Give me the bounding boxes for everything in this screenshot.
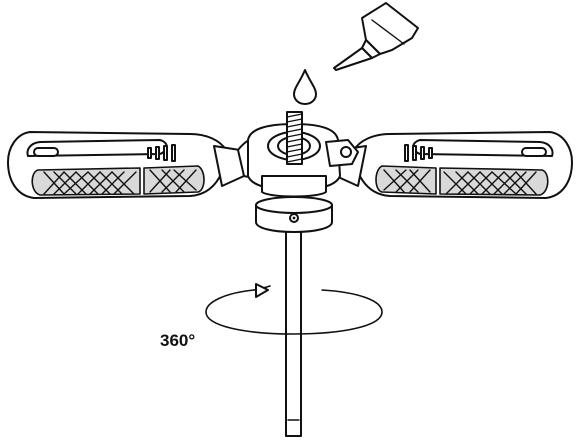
rotation-arrow-icon xyxy=(205,283,383,335)
tap-shank xyxy=(285,199,302,437)
left-grip xyxy=(31,165,205,196)
right-vent-slots xyxy=(404,144,433,162)
oil-bottle-icon xyxy=(333,2,419,71)
collar xyxy=(255,196,333,233)
right-grip xyxy=(375,165,549,196)
oil-drop-icon xyxy=(293,69,317,105)
right-handle xyxy=(335,131,573,199)
left-handle xyxy=(7,131,267,199)
rotation-label: 360° xyxy=(160,331,195,350)
tap-thread xyxy=(286,111,303,165)
left-vent-slots xyxy=(147,144,176,162)
